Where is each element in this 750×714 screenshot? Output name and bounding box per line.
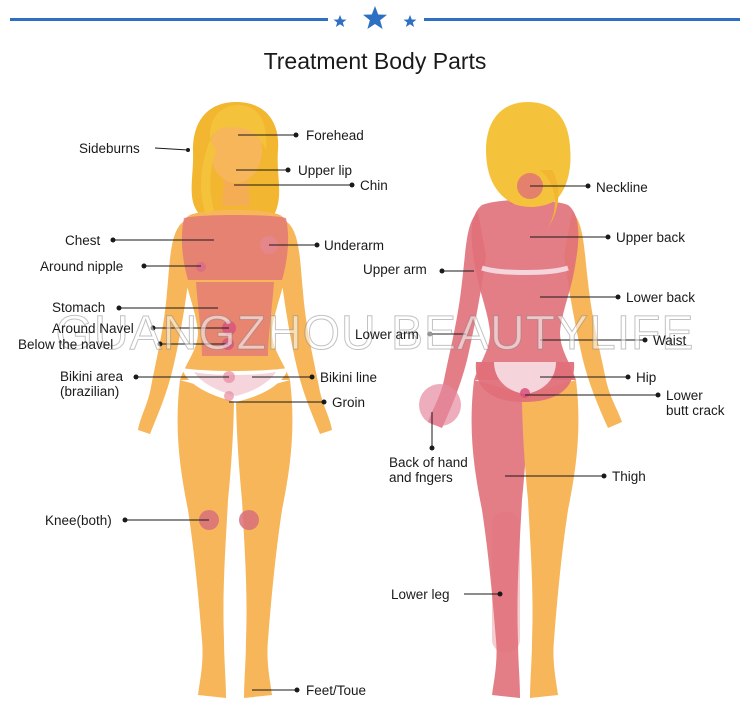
label-upper-arm: Upper arm <box>363 262 427 277</box>
dot-lower-butt-crack <box>655 392 661 398</box>
zone-back-of-hand <box>419 384 461 426</box>
back-bikini <box>494 362 556 394</box>
dot-feet <box>294 687 300 693</box>
back-right-leg <box>522 380 579 698</box>
dot-around-nipple <box>141 263 147 269</box>
back-leader-dots <box>427 183 661 597</box>
dot-upper-arm <box>439 268 445 274</box>
back-leader-lines <box>430 185 658 595</box>
star-icon <box>333 15 347 27</box>
front-leader-dots-left <box>110 148 190 523</box>
front-leader-dots-right <box>285 132 355 693</box>
label-groin: Groin <box>332 395 366 410</box>
dot-lower-leg <box>497 591 503 597</box>
header-decoration <box>10 6 740 29</box>
zone-knee-right <box>239 510 259 530</box>
dot-upper-back <box>605 234 611 240</box>
zone-chest <box>181 215 289 280</box>
back-bra <box>481 265 569 275</box>
label-lower-leg: Lower leg <box>391 587 450 602</box>
watermark-text: GUANGZHOU BEAUTYLIFE <box>55 307 695 361</box>
label-below-navel: Below the navel <box>18 337 114 352</box>
zone-around-nipple <box>196 262 206 272</box>
dot-forehead <box>293 132 299 138</box>
front-right-leg <box>236 380 293 698</box>
dot-hip <box>625 374 631 380</box>
dot-neckline <box>585 183 591 189</box>
front-face <box>210 117 262 183</box>
dot-lower-arm <box>427 331 433 337</box>
label-upper-lip: Upper lip <box>298 163 353 178</box>
dot-chin <box>349 182 355 188</box>
label-around-nipple: Around nipple <box>40 259 124 274</box>
label-lower-arm: Lower arm <box>355 327 419 342</box>
dot-waist <box>642 337 648 343</box>
star-icon <box>403 15 417 27</box>
label-feet: Feet/Toue <box>306 683 367 698</box>
dot-stomach <box>116 305 122 311</box>
page-title: Treatment Body Parts <box>263 48 487 74</box>
back-figure <box>419 102 622 698</box>
label-around-navel: Around Navel <box>52 321 134 336</box>
front-hair-front <box>209 105 267 150</box>
label-bikini-area: Bikini area (brazilian) <box>60 369 124 399</box>
dot-lower-back <box>615 294 621 300</box>
dot-back-of-hand <box>429 445 435 451</box>
dot-upper-lip <box>285 167 291 173</box>
front-hair-side <box>201 140 216 214</box>
label-waist: Waist <box>653 333 687 348</box>
label-bikini-line: Bikini line <box>320 370 378 385</box>
label-upper-back: Upper back <box>616 230 686 245</box>
back-hair-curl <box>540 170 559 228</box>
label-forehead: Forehead <box>306 128 364 143</box>
star-icon <box>363 6 387 29</box>
label-underarm: Underarm <box>324 238 385 253</box>
zone-groin <box>224 391 234 401</box>
header-line-right <box>424 18 740 21</box>
label-chin: Chin <box>360 178 388 193</box>
label-chest: Chest <box>65 233 101 248</box>
label-sideburns: Sideburns <box>79 141 140 156</box>
zone-lower-leg <box>492 512 520 652</box>
back-right-arm <box>564 212 622 428</box>
dot-underarm <box>314 242 320 248</box>
dot-knee <box>122 517 128 523</box>
front-left-leg <box>177 380 234 698</box>
front-leader-lines-right <box>229 134 352 691</box>
dot-chest <box>110 237 116 243</box>
back-left-leg <box>471 380 528 698</box>
label-lower-butt-crack: Lower butt crack <box>666 388 725 418</box>
dot-around-navel <box>150 325 156 331</box>
label-neckline: Neckline <box>596 180 648 195</box>
dot-sideburns <box>186 148 190 152</box>
label-back-of-hand: Back of hand and fngers <box>389 455 468 485</box>
dot-groin <box>321 399 327 405</box>
zone-bikini-inner <box>194 372 276 396</box>
zone-lower-butt-crack <box>520 388 530 398</box>
label-thigh: Thigh <box>612 469 646 484</box>
label-hip: Hip <box>636 370 657 385</box>
front-neck <box>222 180 250 206</box>
front-right-arm <box>280 222 332 434</box>
dot-bikini-line <box>309 374 315 380</box>
dot-below-navel <box>157 341 163 347</box>
front-figure <box>138 102 332 698</box>
back-torso <box>471 199 579 380</box>
zone-stomach <box>196 282 274 356</box>
leader-sideburns <box>154 147 189 151</box>
label-stomach: Stomach <box>52 300 106 315</box>
label-lower-back: Lower back <box>626 290 696 305</box>
header-line-left <box>10 18 328 21</box>
front-leader-lines-left <box>113 147 229 521</box>
dot-bikini-area <box>133 374 139 380</box>
label-knee: Knee(both) <box>45 513 112 528</box>
dot-thigh <box>601 473 607 479</box>
back-left-arm <box>428 212 486 428</box>
